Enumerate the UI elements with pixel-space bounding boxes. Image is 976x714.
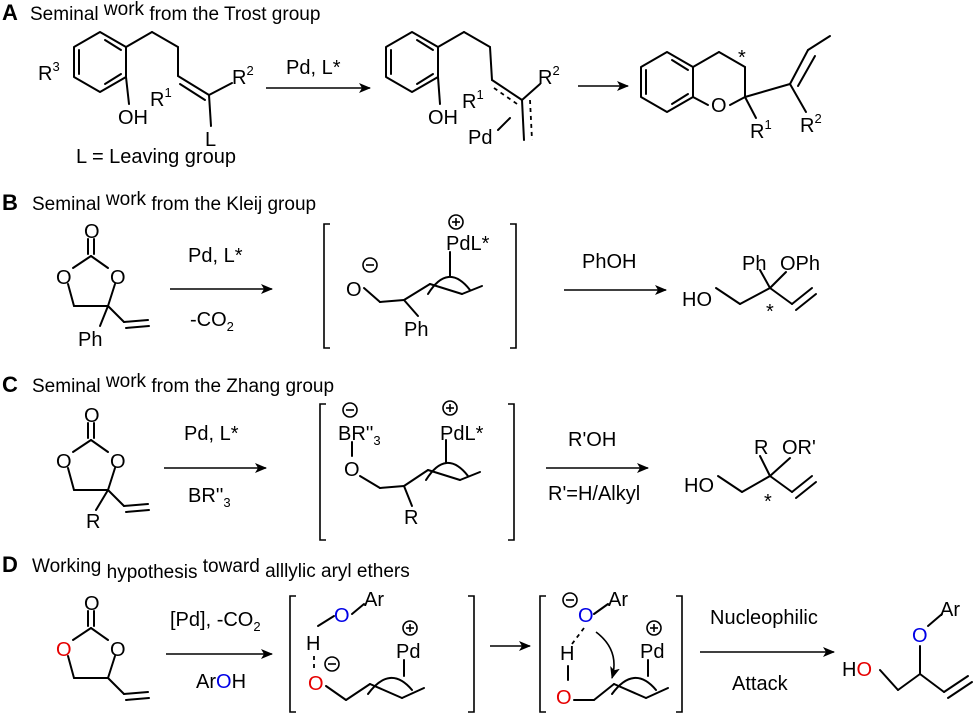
intermediate-d2-o: O xyxy=(556,687,572,709)
arrow-a1-reagent: Pd, L* xyxy=(286,57,341,79)
intermediate-b-pd: PdL* xyxy=(446,233,490,255)
intermediate-b-ph: Ph xyxy=(404,319,428,341)
arrow-d3-top: Nucleophilic xyxy=(710,607,818,629)
product-b-star: * xyxy=(766,301,774,323)
product-b-oph: OPh xyxy=(780,253,820,275)
substrate-a-r1: R1 xyxy=(150,85,172,111)
carbonate-d-o-right: O xyxy=(110,639,126,661)
arrow-b1-reagent: Pd, L* xyxy=(188,245,243,267)
carbonate-b-o-right: O xyxy=(110,267,126,289)
product-a-o: O xyxy=(711,95,727,117)
arrow-d1-condition: ArOH xyxy=(196,671,246,693)
panel-b-letter: B xyxy=(2,190,18,215)
panel-a-header: Seminal work from the Trost group xyxy=(30,0,320,25)
intermediate-d2-h: H xyxy=(560,643,574,665)
carbonate-c-r: R xyxy=(86,511,100,533)
intermediate-c-pd: PdL* xyxy=(440,423,484,445)
carbonate-c-o-left: O xyxy=(56,451,72,473)
arrow-b2-reagent: PhOH xyxy=(582,251,636,273)
intermediate-d2-pd: Pd xyxy=(640,641,664,663)
product-b-ph: Ph xyxy=(742,253,766,275)
substrate-a-r2: R2 xyxy=(232,63,254,89)
arrow-b1-condition: -CO2 xyxy=(190,309,234,334)
product-b-ho: HO xyxy=(682,289,712,311)
intermediate-d2-ar: Ar xyxy=(608,589,628,611)
intermediate-a-pd: Pd xyxy=(468,127,492,149)
intermediate-a-r1: R1 xyxy=(462,87,484,113)
arrow-c2-condition: R'=H/Alkyl xyxy=(548,483,640,505)
panel-c: C Seminal work from the Zhang group O O … xyxy=(2,371,817,541)
carbonate-d-o-top: O xyxy=(84,593,100,615)
panel-a: A Seminal work from the Trost group R3 O… xyxy=(2,0,831,168)
arrow-d1-reagent: [Pd], -CO2 xyxy=(170,609,261,634)
substrate-a: R3 OH R1 R2 L xyxy=(38,31,254,151)
intermediate-b-o: O xyxy=(346,279,362,301)
intermediate-d1: O Ar H O Pd xyxy=(289,589,475,713)
intermediate-d1-o-ar: O xyxy=(334,605,350,627)
substrate-a-oh: OH xyxy=(118,107,148,129)
product-c-ho: HO xyxy=(684,475,714,497)
product-c-r: R xyxy=(754,437,768,459)
panel-b: B Seminal work from the Kleij group O O … xyxy=(2,189,820,351)
intermediate-c-r: R xyxy=(404,507,418,529)
intermediate-c-br3: BR''3 xyxy=(338,423,381,448)
panel-d: D Working hypothesis toward alllylic ary… xyxy=(2,552,973,713)
intermediate-d1-ar: Ar xyxy=(364,589,384,611)
carbonate-d-o-left: O xyxy=(56,639,72,661)
product-d-ho: HO xyxy=(842,659,872,681)
intermediate-c-o: O xyxy=(344,459,360,481)
product-c-or: OR' xyxy=(782,437,816,459)
intermediate-b: O PdL* Ph xyxy=(323,214,517,349)
substrate-a-leaving: L xyxy=(205,129,216,151)
arrow-d3-bottom: Attack xyxy=(732,673,789,695)
product-d-o: O xyxy=(912,625,928,647)
product-a-r1: R1 xyxy=(750,117,772,143)
arrow-c1-reagent: Pd, L* xyxy=(184,423,239,445)
carbonate-c: O O O R xyxy=(56,405,150,533)
product-d: O Ar HO xyxy=(842,599,973,699)
carbonate-d: O O O xyxy=(56,593,150,701)
intermediate-c: BR''3 O PdL* R xyxy=(319,400,515,541)
product-a: O * R1 R2 xyxy=(640,35,831,143)
carbonate-b-o-left: O xyxy=(56,267,72,289)
carbonate-c-o-right: O xyxy=(110,451,126,473)
carbonate-b-ph: Ph xyxy=(78,329,102,351)
product-c: R OR' HO * xyxy=(684,437,817,513)
intermediate-d1-pd: Pd xyxy=(396,641,420,663)
product-b: Ph OPh HO * xyxy=(682,253,820,323)
panel-d-header: Working hypothesis toward alllylic aryl … xyxy=(32,556,410,583)
carbonate-c-o-top: O xyxy=(84,405,100,427)
panel-a-letter: A xyxy=(2,0,18,25)
carbonate-b: O O O Ph xyxy=(56,221,150,351)
panel-c-letter: C xyxy=(2,372,18,397)
panel-b-header: Seminal work from the Kleij group xyxy=(32,189,316,215)
substrate-a-r3: R3 xyxy=(38,59,60,85)
carbonate-b-o-top: O xyxy=(84,221,100,243)
product-a-star: * xyxy=(738,47,746,69)
intermediate-d2: O Ar H O Pd xyxy=(539,589,683,713)
arrow-c2-reagent: R'OH xyxy=(568,429,616,451)
panel-d-letter: D xyxy=(2,552,18,577)
intermediate-a-oh: OH xyxy=(428,107,458,129)
intermediate-a: OH R1 R2 Pd xyxy=(385,31,560,149)
product-a-r2: R2 xyxy=(800,111,822,137)
intermediate-a-r2: R2 xyxy=(538,63,560,89)
intermediate-d2-o-ar: O xyxy=(578,605,594,627)
arrow-c1-condition: BR''3 xyxy=(188,485,231,510)
leaving-group-note: L = Leaving group xyxy=(76,146,236,168)
product-c-star: * xyxy=(764,491,772,513)
product-d-ar: Ar xyxy=(940,599,960,621)
intermediate-d1-o: O xyxy=(308,673,324,695)
panel-c-header: Seminal work from the Zhang group xyxy=(32,371,334,397)
intermediate-d1-h: H xyxy=(306,633,320,655)
